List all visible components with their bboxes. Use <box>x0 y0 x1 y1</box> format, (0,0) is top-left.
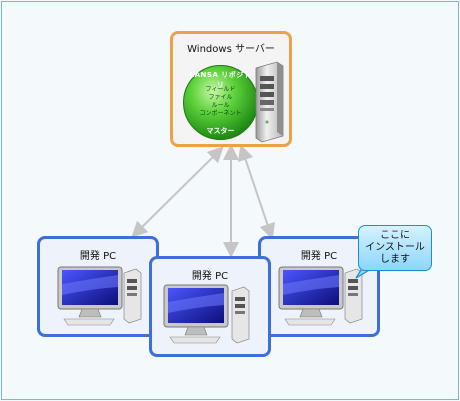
callout-line: ここに <box>380 230 410 241</box>
dev-pc-title: 開発 PC <box>300 251 338 262</box>
install-here-callout: ここに インストール します <box>358 225 432 271</box>
desktop-pc-icon <box>57 266 142 326</box>
repository-master-label: マスター <box>206 127 235 135</box>
repository-item: コンポーネント <box>199 110 242 117</box>
arrow-server-dev1 <box>131 146 224 238</box>
dev-pc-box: 開発 PC <box>149 256 271 357</box>
repository-title: LANSA リポジトリ <box>189 71 252 89</box>
callout-line: します <box>380 254 410 265</box>
arrow-server-dev3 <box>237 144 276 240</box>
dev-pc-box: 開発 PC <box>37 236 159 337</box>
callout-line: インストール <box>365 242 425 253</box>
repository-globe: LANSA リポジトリ フィールド ファイル ルール コンポーネント マスター <box>182 64 259 141</box>
repository-item: ファイル <box>208 94 233 101</box>
server-box: Windows サーバー LANSA リポジトリ フィールド ファイル ルール … <box>170 31 292 147</box>
desktop-pc-icon <box>163 284 250 344</box>
desktop-pc-icon <box>278 266 363 326</box>
dev-pc-title: 開発 PC <box>191 271 229 282</box>
dev-pc-title: 開発 PC <box>79 251 117 262</box>
repository-item: ルール <box>211 102 230 109</box>
server-title: Windows サーバー <box>187 44 275 55</box>
repository-item: フィールド <box>205 86 236 93</box>
